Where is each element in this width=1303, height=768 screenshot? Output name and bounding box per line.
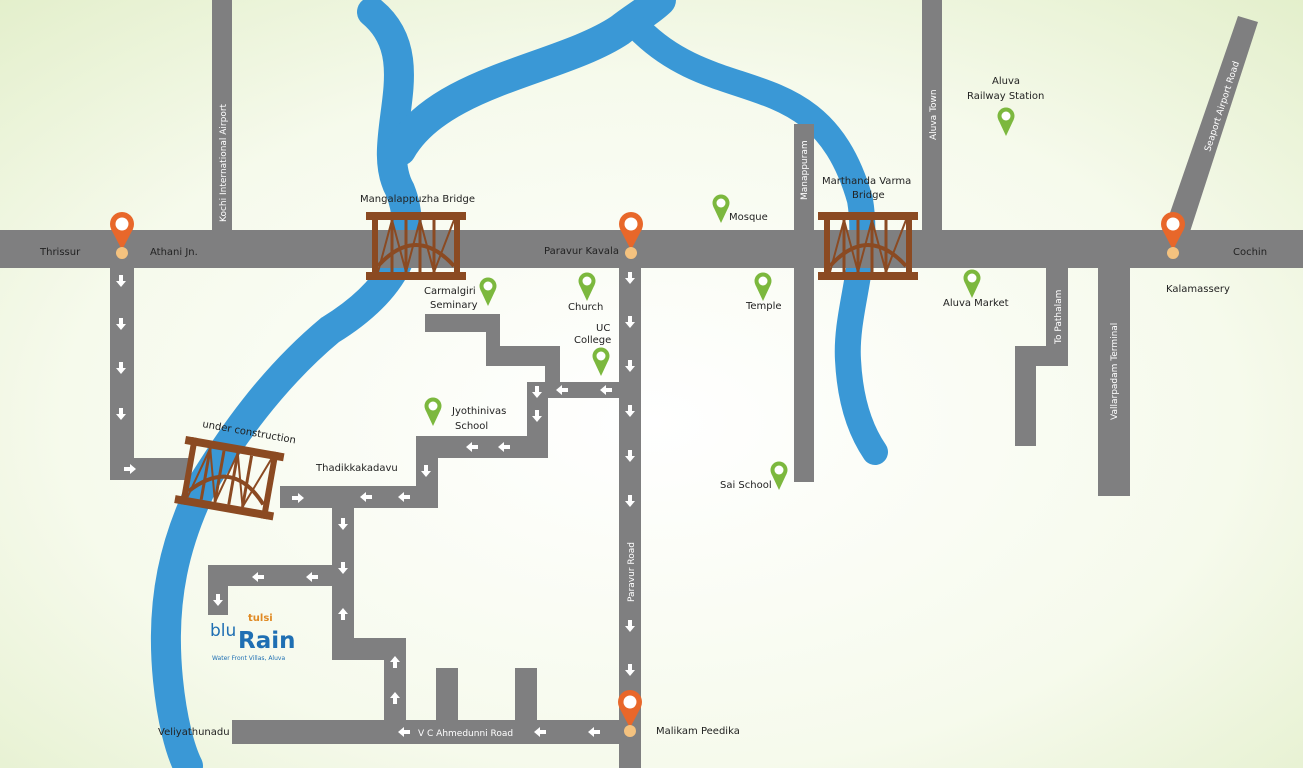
direction-arrow-icon: [338, 608, 348, 620]
direction-arrow-icon: [338, 562, 348, 574]
vc-side-lane-1: [436, 668, 458, 722]
label-cochin: Cochin: [1233, 247, 1267, 258]
direction-arrow-icon: [116, 275, 126, 287]
label-paravur-road: Paravur Road: [627, 542, 637, 602]
direction-arrow-icon: [398, 727, 410, 737]
label-thadikkakadavu: Thadikkakadavu: [315, 463, 398, 474]
label-kalamassery: Kalamassery: [1166, 284, 1230, 295]
label-vallarpadam-road: Vallarpadam Terminal: [1110, 323, 1120, 420]
direction-arrow-icon: [338, 518, 348, 530]
vallarpadam-road: [1098, 264, 1130, 496]
paravur-road: [619, 262, 641, 768]
direction-arrow-icon: [625, 620, 635, 632]
direction-arrow-icon: [398, 492, 410, 502]
label-uc-1: UC: [596, 323, 610, 334]
direction-arrow-icon: [625, 272, 635, 284]
direction-arrow-icon: [360, 492, 372, 502]
label-thrissur: Thrissur: [39, 247, 81, 258]
main-highway: [0, 230, 1303, 268]
athani-spur: [110, 458, 190, 480]
direction-arrow-icon: [625, 360, 635, 372]
direction-arrow-icon: [625, 495, 635, 507]
label-veliyathunadu: Veliyathunadu: [158, 727, 230, 738]
blu-rain-logo: tulsi blu Rain Water Front Villas, Aluva: [210, 613, 296, 662]
direction-arrow-icon: [534, 727, 546, 737]
direction-arrow-icon: [556, 385, 568, 395]
direction-arrow-icon: [390, 692, 400, 704]
label-aluva-town-road: Aluva Town: [929, 89, 939, 140]
label-paravur-kavala: Paravur Kavala: [544, 246, 619, 257]
label-mosque: Mosque: [729, 212, 768, 223]
brand-blu: blu: [210, 621, 236, 641]
direction-arrow-icon: [252, 572, 264, 582]
label-vc-ahmedunni-road: V C Ahmedunni Road: [418, 729, 513, 739]
direction-arrow-icon: [292, 493, 304, 503]
brand-tulsi: tulsi: [248, 613, 273, 624]
label-athani-jn: Athani Jn.: [150, 247, 198, 258]
villa-stair: [332, 500, 406, 720]
direction-arrow-icon: [213, 594, 223, 606]
direction-arrow-icon: [600, 385, 612, 395]
seaport-airport-road: [1162, 16, 1258, 244]
manappuram-road: [794, 124, 814, 482]
label-to-pathalam-road: To Pathalam: [1054, 290, 1064, 345]
direction-arrow-icon: [466, 442, 478, 452]
label-aluva-railway-1: Aluva: [992, 76, 1020, 87]
label-uc-2: College: [574, 335, 611, 346]
airport-road: [212, 0, 232, 232]
direction-arrow-icon: [390, 656, 400, 668]
direction-arrow-icon: [124, 464, 136, 474]
label-manappuram-road: Manappuram: [800, 140, 810, 200]
direction-arrow-icon: [588, 727, 600, 737]
vc-side-lane-2: [515, 668, 537, 722]
label-aluva-market: Aluva Market: [943, 298, 1009, 309]
label-sai-school: Sai School: [720, 480, 772, 491]
direction-arrow-icon: [532, 410, 542, 422]
label-kochi-airport-road: Kochi International Airport: [219, 103, 229, 222]
label-jyothinivas-2: School: [455, 421, 488, 432]
label-marthanda-varma-1: Marthanda Varma: [822, 176, 911, 187]
direction-arrow-icon: [625, 316, 635, 328]
label-church: Church: [568, 302, 603, 313]
label-carmalgiri-1: Carmalgiri: [424, 286, 476, 297]
direction-arrow-icon: [625, 664, 635, 676]
villa-spur: [208, 565, 332, 615]
direction-arrow-icon: [625, 405, 635, 417]
carmalgiri-stair: [425, 314, 619, 398]
brand-rain: Rain: [238, 628, 296, 654]
direction-arrow-icon: [532, 386, 542, 398]
river-east-branch: [627, 17, 888, 465]
direction-arrows: [116, 272, 635, 737]
jyothinivas-stair: [280, 382, 548, 508]
direction-arrow-icon: [116, 362, 126, 374]
label-aluva-railway-2: Railway Station: [967, 91, 1044, 102]
brand-tagline: Water Front Villas, Aluva: [212, 655, 285, 662]
river-branch: [384, 0, 676, 166]
to-pathalam-road: [1015, 266, 1068, 446]
direction-arrow-icon: [498, 442, 510, 452]
label-mangalappuzha-bridge: Mangalappuzha Bridge: [360, 194, 475, 205]
label-marthanda-varma-2: Bridge: [852, 190, 885, 201]
direction-arrow-icon: [421, 465, 431, 477]
direction-arrow-icon: [625, 450, 635, 462]
direction-arrow-icon: [116, 318, 126, 330]
vc-ahmedunni-road: [232, 720, 628, 744]
direction-arrow-icon: [306, 572, 318, 582]
label-temple: Temple: [745, 301, 782, 312]
direction-arrow-icon: [116, 408, 126, 420]
label-malikam-peedika: Malikam Peedika: [656, 726, 740, 737]
aluva-town-road: [922, 0, 942, 232]
label-jyothinivas-1: Jyothinivas: [451, 406, 506, 417]
label-carmalgiri-2: Seminary: [430, 300, 478, 311]
